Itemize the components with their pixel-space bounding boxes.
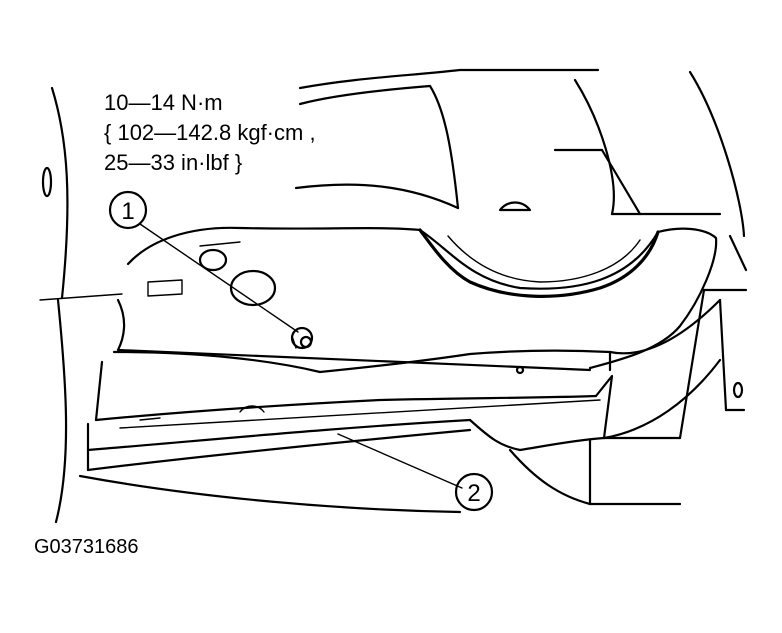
mounting-bolt bbox=[290, 326, 314, 350]
callout-2-label: 2 bbox=[467, 480, 480, 507]
figure-code: G03731686 bbox=[34, 536, 139, 558]
callout-1: 1 bbox=[108, 190, 148, 230]
torque-spec-nm: 10—14 N·m bbox=[104, 90, 223, 115]
upper-body-structure bbox=[294, 68, 748, 272]
torque-spec: 10—14 N·m { 102—142.8 kgf·cm , 25—33 in·… bbox=[104, 88, 316, 178]
callout-1-leader bbox=[139, 223, 299, 333]
callout-2: 2 bbox=[454, 472, 494, 512]
torque-spec-kgfcm: { 102—142.8 kgf·cm , bbox=[104, 120, 316, 145]
rocker-cover bbox=[86, 298, 722, 472]
callout-2-leader bbox=[337, 433, 463, 489]
left-body-panel bbox=[39, 86, 123, 301]
torque-spec-inlbf: 25—33 in·lbf } bbox=[104, 150, 243, 175]
callout-1-label: 1 bbox=[121, 198, 134, 225]
sill-bracket bbox=[112, 226, 718, 375]
floor-structure bbox=[54, 288, 748, 524]
